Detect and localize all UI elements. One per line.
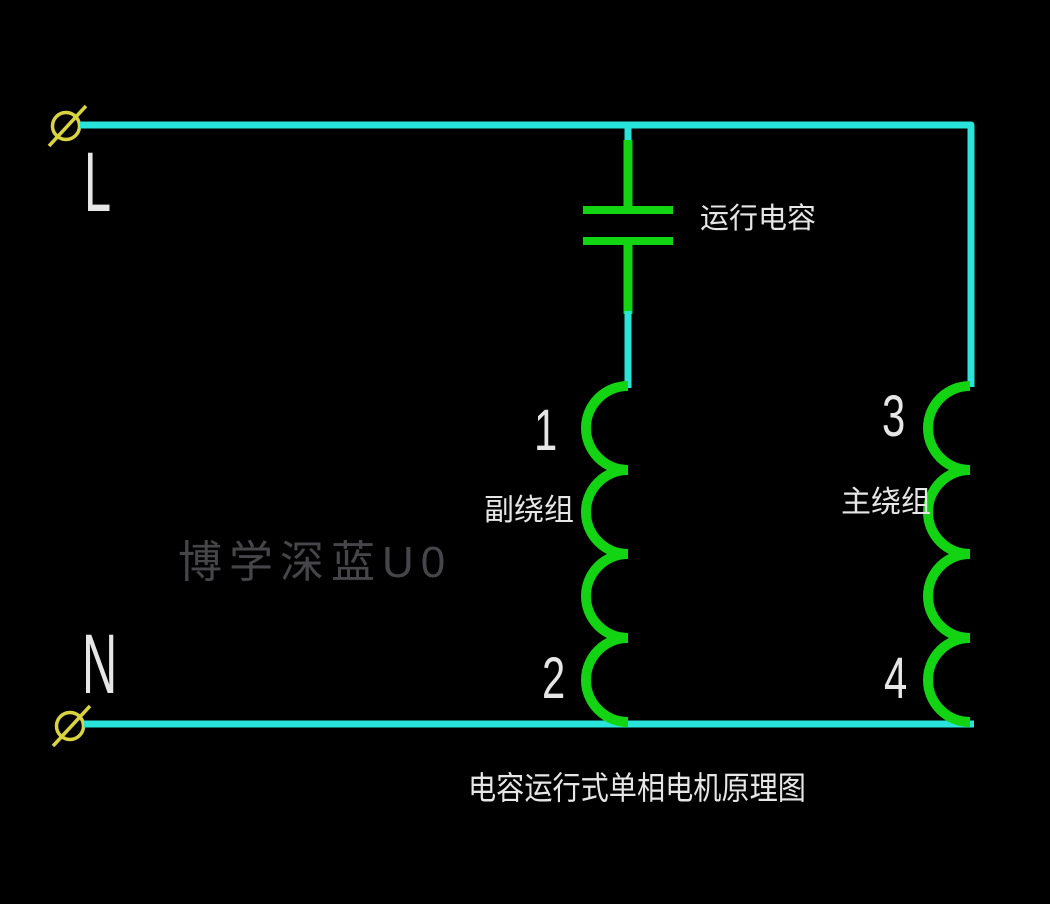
aux-winding-label: 副绕组 bbox=[484, 494, 574, 527]
terminal-4-label: 4 bbox=[884, 646, 908, 711]
watermark: 博学深蓝U0 bbox=[178, 538, 453, 587]
main-winding-label: 主绕组 bbox=[841, 486, 931, 519]
diagram-caption: 电容运行式单相电机原理图 bbox=[468, 770, 806, 806]
line-terminal-icon bbox=[47, 104, 88, 148]
terminal-slash-icon bbox=[51, 704, 92, 748]
terminal-circle-icon bbox=[54, 710, 86, 742]
terminal-slash-icon bbox=[47, 104, 88, 148]
terminal-3-label: 3 bbox=[882, 384, 906, 449]
line-terminal-label: L bbox=[84, 135, 112, 229]
neutral-terminal-label: N bbox=[82, 617, 118, 711]
aux-winding-coil bbox=[581, 381, 629, 727]
terminal-circle-icon bbox=[50, 110, 82, 142]
neutral-terminal-icon bbox=[51, 704, 92, 748]
terminal-1-label: 1 bbox=[534, 398, 558, 463]
main-winding-coil bbox=[923, 381, 971, 727]
terminal-2-label: 2 bbox=[542, 646, 566, 711]
run-capacitor-label: 运行电容 bbox=[700, 203, 817, 235]
phase-wire bbox=[80, 121, 975, 387]
